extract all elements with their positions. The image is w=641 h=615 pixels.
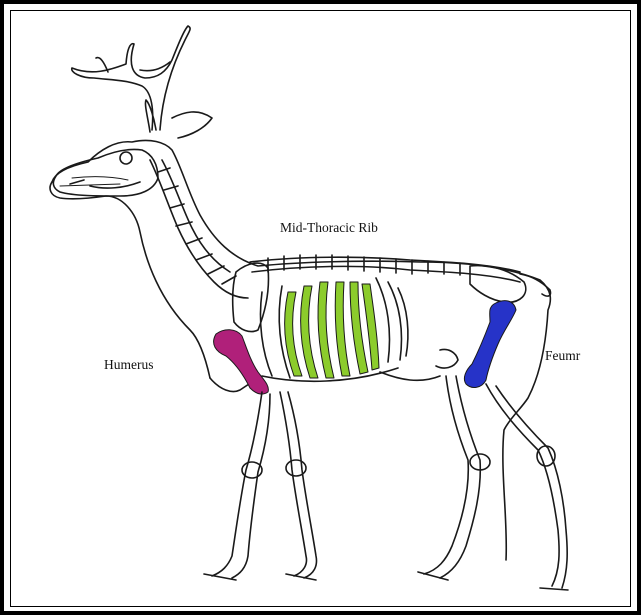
neck-vertebrae (150, 160, 248, 298)
skull (53, 149, 158, 196)
femur-highlight (464, 301, 516, 388)
ribcage (260, 278, 407, 381)
label-mid-thoracic-rib: Mid-Thoracic Rib (280, 220, 378, 236)
hind-legs (418, 349, 568, 590)
spine (250, 255, 520, 282)
humerus-highlight (214, 330, 269, 394)
label-femur: Feumr (545, 348, 580, 364)
forelegs (204, 392, 317, 580)
mid-thoracic-ribs-highlight (285, 282, 379, 378)
body-outline (50, 140, 550, 560)
antlers (72, 26, 212, 138)
label-humerus: Humerus (104, 357, 154, 373)
